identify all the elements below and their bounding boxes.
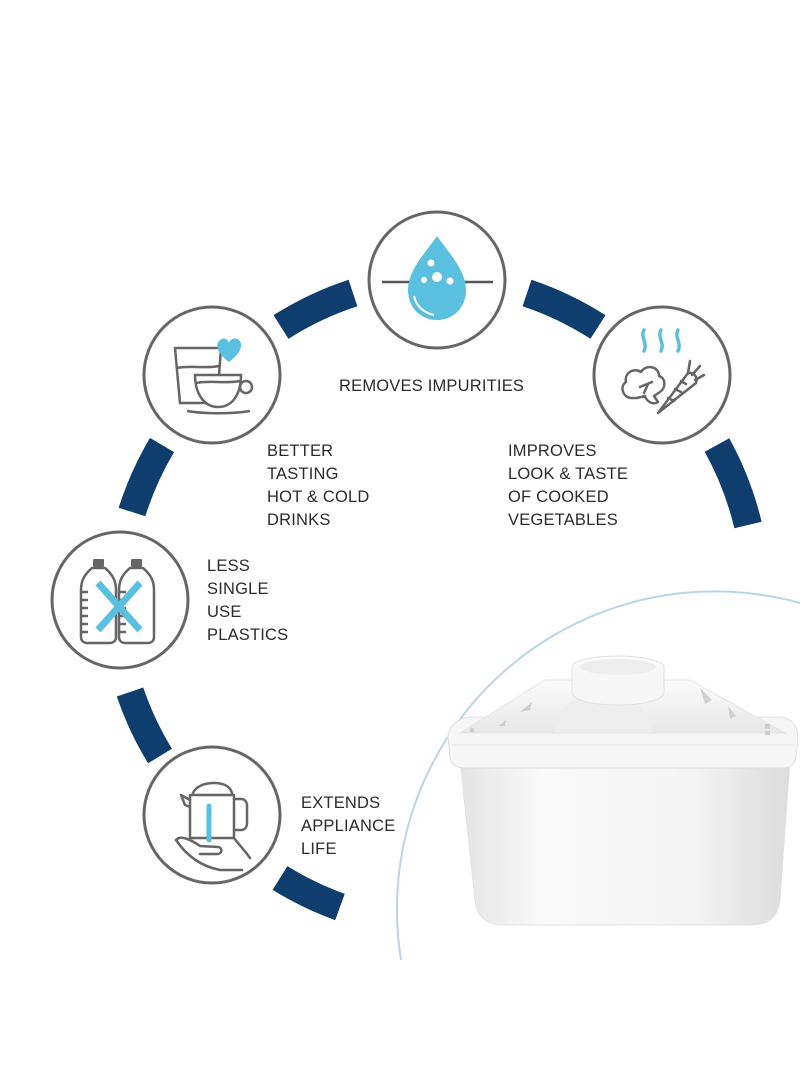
arc-segment-right bbox=[704, 438, 762, 529]
label-line: USE bbox=[207, 603, 242, 621]
cup-and-glass-heart-icon bbox=[142, 305, 282, 445]
accent-arc bbox=[396, 590, 800, 961]
label-line: BETTER bbox=[267, 442, 334, 460]
label-line: LESS bbox=[207, 557, 250, 575]
label-line: TASTING bbox=[267, 465, 339, 483]
label-line: LIFE bbox=[301, 840, 337, 858]
arc-segment-bottom bbox=[272, 865, 345, 921]
label-line: VEGETABLES bbox=[508, 511, 618, 529]
arc-segment-top-left bbox=[273, 279, 358, 339]
steaming-vegetables-icon bbox=[592, 305, 732, 445]
label-line: LOOK & TASTE bbox=[508, 465, 629, 483]
arc-segment-left-lower bbox=[116, 687, 173, 764]
label-line: DRINKS bbox=[267, 511, 331, 529]
water-filter-cartridge-image bbox=[447, 655, 799, 926]
label-line: PLASTICS bbox=[207, 626, 289, 644]
label-better-tasting: BETTER TASTING HOT & COLD DRINKS bbox=[267, 440, 370, 532]
label-line: EXTENDS bbox=[301, 794, 381, 812]
arc-segment-left-upper bbox=[118, 437, 175, 517]
label-line: REMOVES IMPURITIES bbox=[339, 377, 525, 395]
label-line: APPLIANCE bbox=[301, 817, 396, 835]
arc-segment-top-right bbox=[522, 279, 606, 339]
navy-arc-segments bbox=[116, 279, 762, 921]
kettle-in-hand-icon bbox=[142, 745, 282, 885]
label-less-plastics: LESS SINGLE USE PLASTICS bbox=[207, 555, 288, 647]
label-line: SINGLE bbox=[207, 580, 269, 598]
crossed-bottles-icon bbox=[50, 530, 190, 670]
label-extends-appliance-life: EXTENDS APPLIANCE LIFE bbox=[301, 792, 395, 861]
label-line: HOT & COLD bbox=[267, 488, 370, 506]
label-line: IMPROVES bbox=[508, 442, 597, 460]
label-improves-vegetables: IMPROVES LOOK & TASTE OF COOKED VEGETABL… bbox=[508, 440, 628, 532]
water-drop-icon bbox=[367, 210, 507, 350]
label-line: OF COOKED bbox=[508, 488, 609, 506]
label-removes-impurities: REMOVES IMPURITIES bbox=[339, 375, 524, 398]
